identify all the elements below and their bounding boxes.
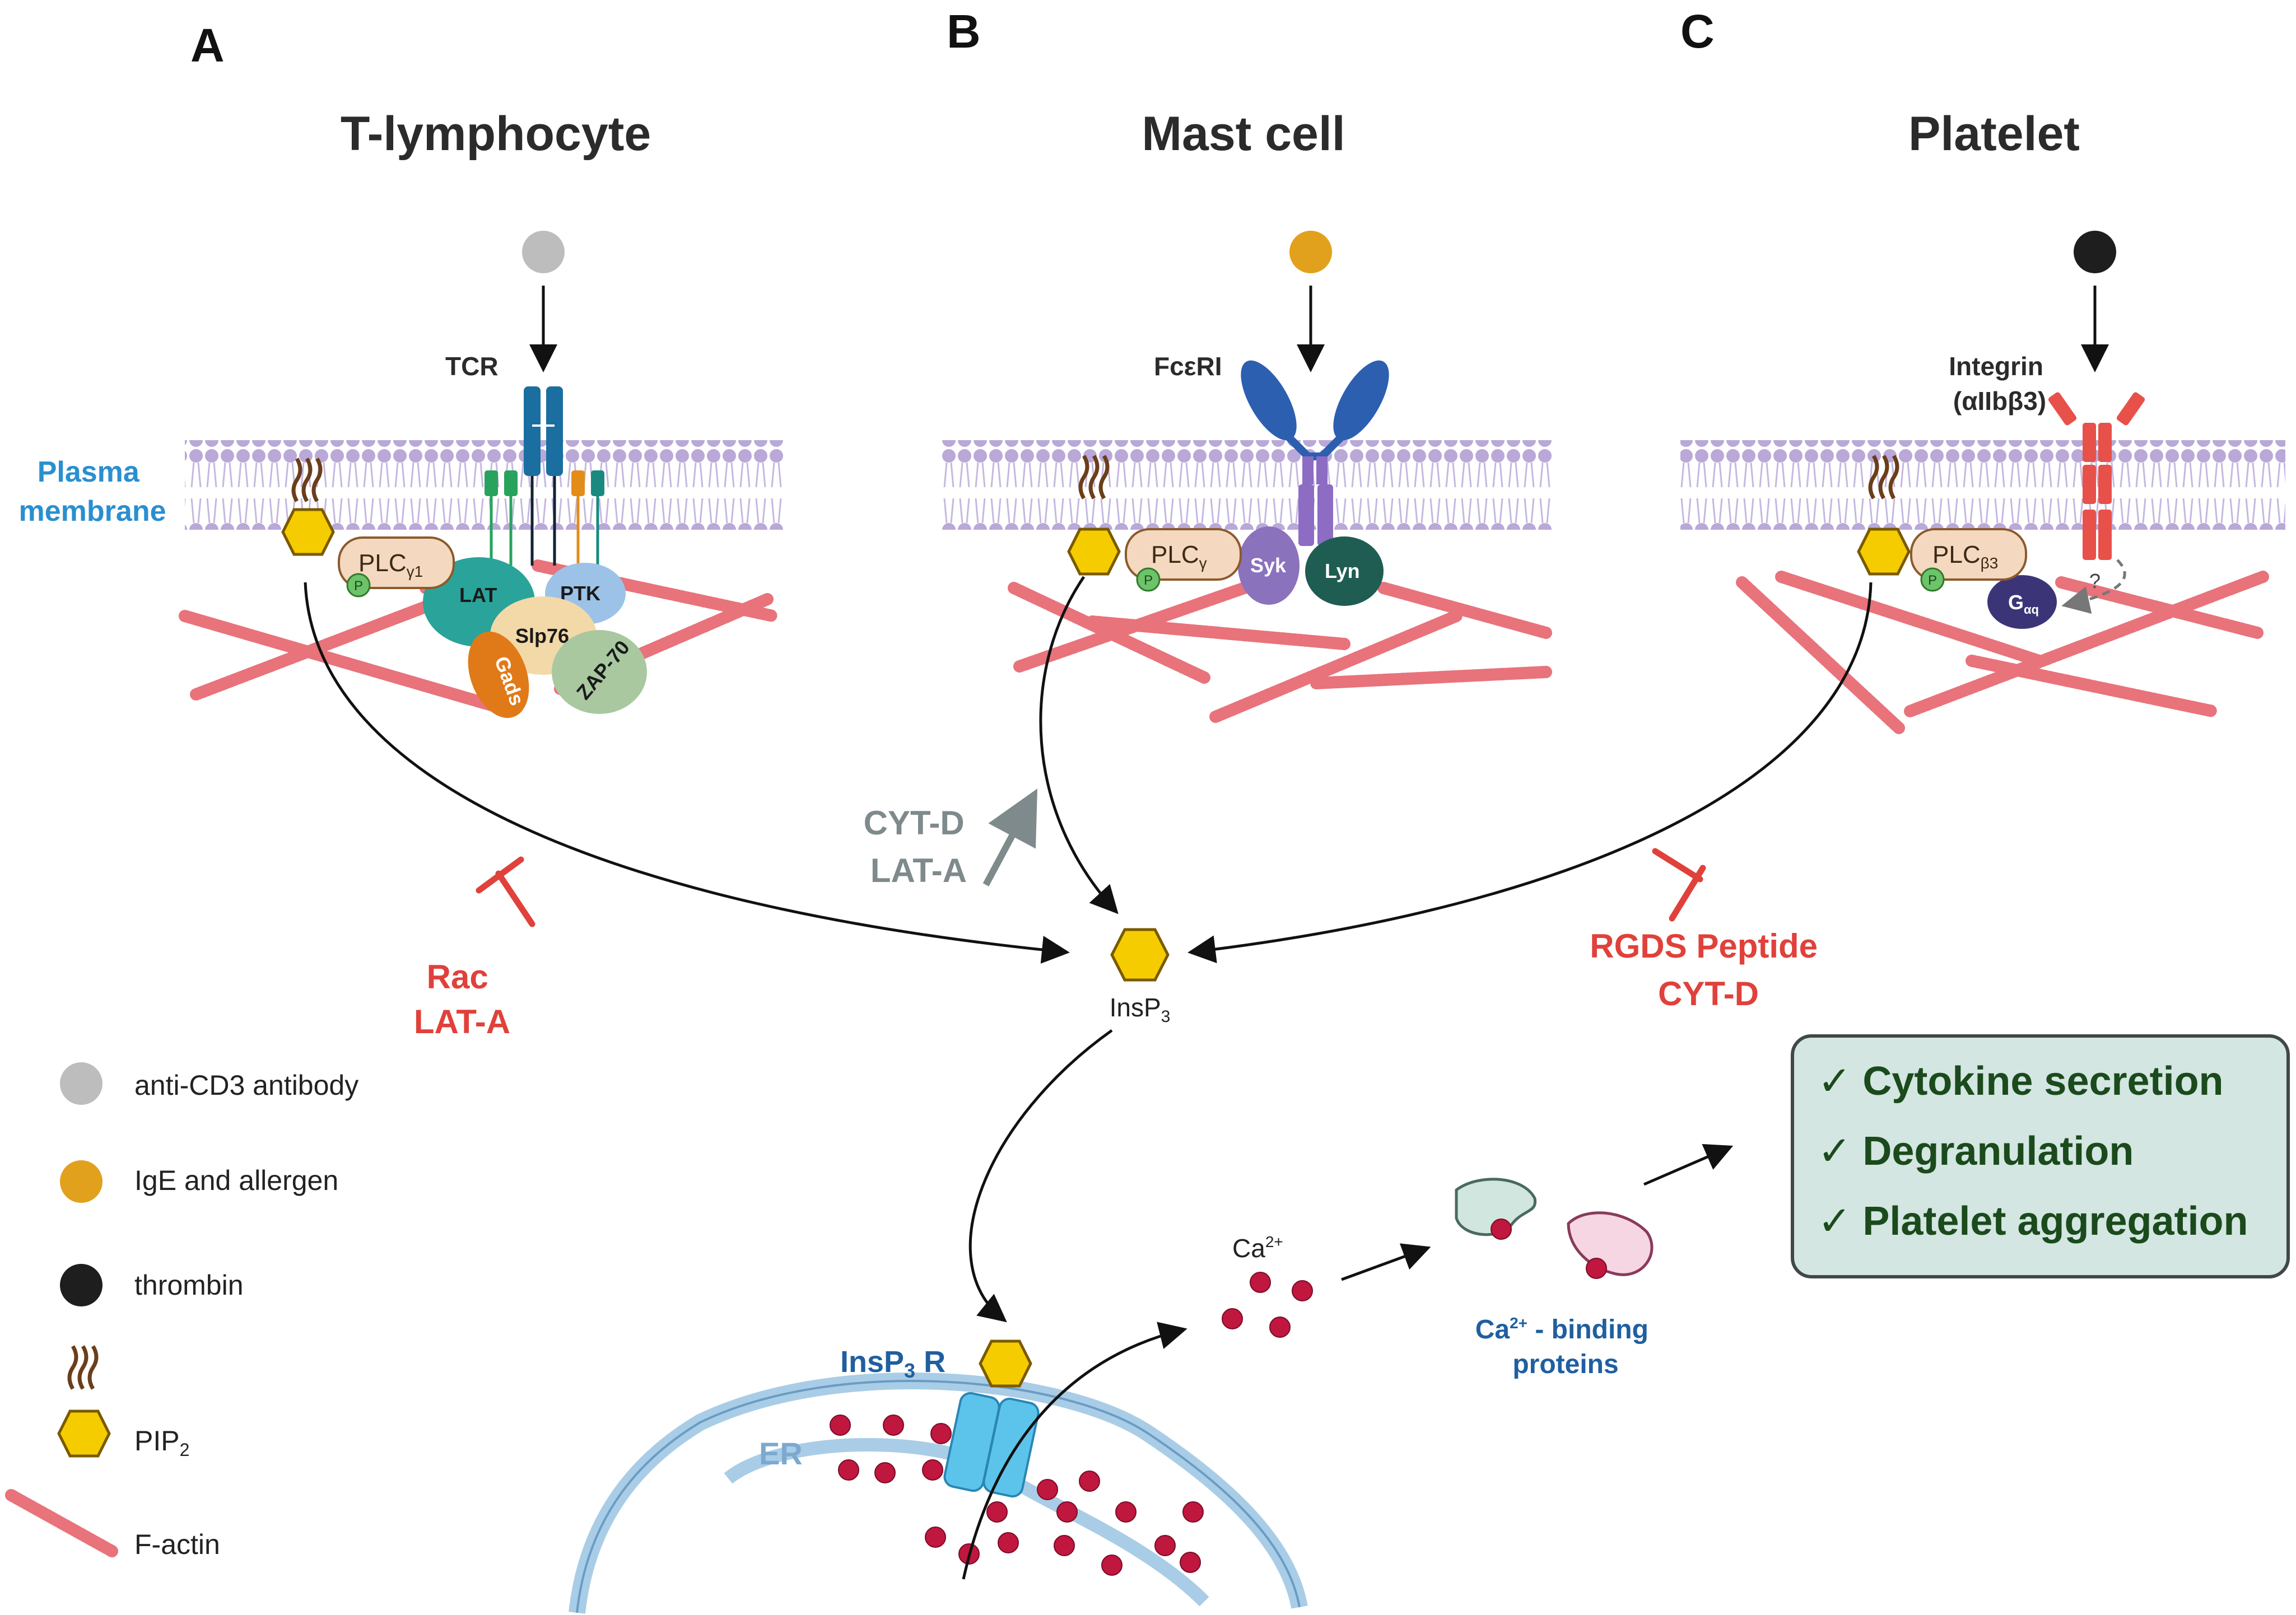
plc-b-enzyme: [1125, 528, 1242, 581]
phospho-b-label: P: [1144, 573, 1153, 588]
legend-thrombin-label: thrombin: [134, 1269, 244, 1301]
phospho-a-label: P: [354, 578, 363, 594]
legend-pip2-swatch: [57, 1345, 111, 1458]
phospho-b: [1136, 567, 1161, 592]
tcr-receptor: [524, 386, 563, 566]
arrow-binding-to-outcomes: [1643, 1143, 1734, 1186]
pip2-a: [281, 458, 335, 556]
syk-label: Syk: [1250, 554, 1287, 577]
cd3-chains-green: [485, 470, 518, 566]
ige-allergen-ligand: [1289, 231, 1332, 273]
promoter-arrow-b: [982, 788, 1037, 886]
lat-label: LAT: [459, 584, 497, 606]
fceri-label: FcεRI: [1154, 352, 1222, 381]
panel-a-letter: A: [190, 19, 225, 72]
slp76-label: Slp76: [515, 624, 569, 647]
plc-a-enzyme: [338, 536, 455, 589]
outcome-cytokine-secretion: ✓ Cytokine secretion: [1818, 1059, 2224, 1104]
fceri-receptor: [1241, 360, 1389, 546]
lyn-label: Lyn: [1325, 559, 1360, 582]
inhibitor-bar-c: [1652, 848, 1706, 922]
binding-protein-2: [1567, 1211, 1654, 1276]
syk-protein: [1238, 526, 1300, 605]
cd3-chains-orange: [571, 470, 604, 577]
gaq-label: Gαq: [2008, 591, 2039, 617]
arrow-calcium-to-binding: [1341, 1243, 1431, 1281]
legend-anti-cd3-label: anti-CD3 antibody: [134, 1070, 358, 1101]
inhibitor-bar-a: [476, 856, 535, 927]
panel-c-title: Platelet: [1908, 107, 2080, 161]
arrow-c-to-insp3: [1187, 582, 1873, 964]
bound-calcium-1: [1491, 1219, 1512, 1240]
binding-protein-1: [1455, 1178, 1537, 1236]
insp3-label: InsP3: [1110, 993, 1171, 1026]
er-membrane-edge: [576, 1379, 1301, 1613]
membrane-c: [1680, 440, 2285, 530]
inhibitor-c-label: RGDS Peptide CYT-D: [1590, 927, 1827, 1012]
f-actin-mesh-b: [1008, 576, 1552, 723]
calcium-release-arrow: [962, 1322, 1187, 1580]
lyn-protein: [1305, 536, 1384, 606]
outcomes-box: [1791, 1034, 2290, 1278]
phospho-a: [346, 573, 371, 598]
anti-cd3-ligand: [522, 231, 565, 273]
phospho-c-label: P: [1928, 573, 1937, 588]
plc-c-enzyme: [1910, 528, 2027, 581]
er-label: ER: [759, 1436, 803, 1471]
binding-proteins-label: Ca2+ - binding proteins: [1475, 1314, 1656, 1379]
gaq-protein: [1987, 575, 2057, 629]
insp3-bound: [979, 1339, 1032, 1388]
er-calcium-ions: [830, 1415, 1204, 1576]
legend-pip2-label: PIP2: [134, 1425, 189, 1460]
outcome-degranulation: ✓ Degranulation: [1818, 1129, 2134, 1174]
legend-ige-label: IgE and allergen: [134, 1165, 338, 1196]
promoter-b-label: CYT-D LAT-A: [864, 804, 974, 889]
bound-calcium-2: [1586, 1258, 1607, 1279]
arrow-a-to-insp3: [304, 582, 1070, 964]
inhibitor-a-label: Rac LAT-A: [414, 958, 510, 1040]
panel-b-title: Mast cell: [1142, 107, 1345, 161]
outcome-platelet-aggregation: ✓ Platelet aggregation: [1818, 1199, 2248, 1244]
legend-anti-cd3-swatch: [60, 1062, 103, 1105]
insp3-receptor-channel: [943, 1392, 1040, 1498]
gads-protein: [468, 631, 529, 718]
legend-thrombin-swatch: [60, 1264, 103, 1306]
tcr-label: TCR: [445, 352, 499, 381]
phospho-c: [1920, 567, 1945, 592]
pip2-c: [1857, 455, 1911, 576]
cytosolic-calcium-ions: [1222, 1272, 1313, 1338]
membrane-b: [941, 440, 1552, 530]
insp3-molecule: [1110, 928, 1170, 982]
f-actin-mesh-c: [1736, 571, 2269, 734]
plasma-membrane-label: Plasma membrane: [19, 456, 166, 528]
insp3-receptor-label: InsP3 R: [840, 1345, 946, 1382]
pip2-b: [1067, 455, 1121, 576]
zap70-protein: [552, 630, 647, 714]
thrombin-ligand: [2074, 231, 2116, 273]
integrin-receptor: [2048, 392, 2145, 560]
arrow-b-to-insp3: [1039, 576, 1119, 914]
plc-a-label: PLCγ1: [358, 549, 423, 580]
legend-f-actin-swatch: [5, 1489, 118, 1557]
er-membrane: [569, 1372, 1308, 1614]
calcium-label: Ca2+: [1232, 1233, 1283, 1263]
panel-b-letter: B: [947, 5, 981, 58]
integrin-to-gaq-dashed-arrow: [2061, 559, 2126, 614]
panel-c-letter: C: [1680, 5, 1715, 58]
plc-c-label: PLCβ3: [1932, 541, 1998, 572]
plc-b-label: PLCγ: [1151, 541, 1207, 572]
arrow-insp3-to-receptor: [968, 1029, 1113, 1323]
panel-a-title: T-lymphocyte: [341, 107, 651, 161]
legend-f-actin-label: F-actin: [134, 1529, 220, 1560]
unknown-link-mark: ?: [2089, 570, 2101, 592]
integrin-label: Integrin (αIIbβ3): [1949, 352, 2050, 416]
legend-ige-swatch: [60, 1160, 103, 1203]
